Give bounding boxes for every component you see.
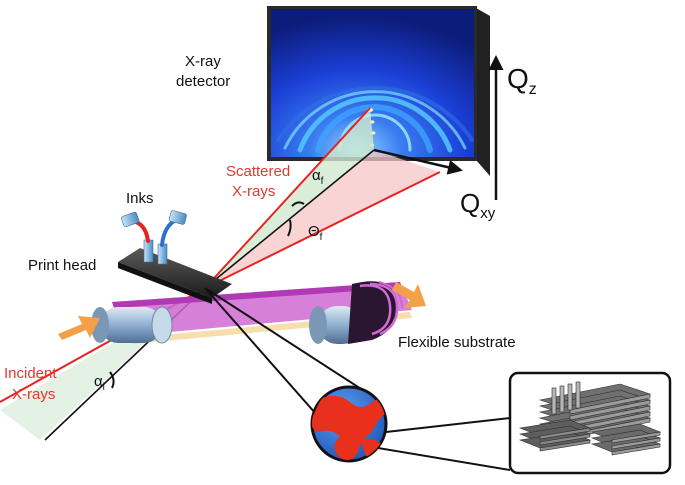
- theta-f-arc: [287, 219, 292, 237]
- qxy-axis-arrow: [373, 148, 463, 175]
- feed-arrow-icon: [58, 316, 100, 340]
- detector-label-line2: detector: [176, 73, 230, 90]
- zoom-lines: [204, 287, 511, 471]
- flexible-substrate-label: Flexible substrate: [398, 334, 516, 351]
- qxy-label: Qxy: [460, 188, 496, 222]
- alpha-i-label: αi: [94, 373, 105, 393]
- incident-label-line2: X-rays: [12, 386, 55, 403]
- lamellar-stack-icon: [518, 381, 662, 456]
- scattered-ray-1: [204, 107, 371, 289]
- incident-label-line1: Incident: [4, 365, 57, 382]
- xray-detector: [267, 6, 490, 176]
- scattered-label-line2: X-rays: [232, 183, 275, 200]
- print-head: [118, 210, 232, 304]
- scattered-theta-wedge: [205, 150, 440, 288]
- roll-to-roll-substrate: [58, 281, 426, 344]
- output-arrow-icon: [392, 282, 426, 308]
- substrate-edge: [112, 282, 402, 308]
- xray-beams: [0, 107, 463, 441]
- right-roller: [309, 281, 403, 344]
- alpha-f-arc: [291, 201, 305, 207]
- scattered-label-line1: Scattered: [226, 163, 290, 180]
- alpha-f-label: αf: [312, 167, 324, 187]
- detector-label-line1: X-ray: [185, 53, 221, 70]
- blend-morphology-circle: [310, 385, 388, 463]
- ink-nozzle-red-icon: [121, 211, 154, 263]
- lamellar-zoom-box: [508, 371, 672, 475]
- inks-label: Inks: [126, 190, 154, 207]
- substrate-film: [112, 282, 412, 336]
- ink-nozzle-blue-icon: [157, 210, 187, 265]
- print-head-label: Print head: [28, 257, 96, 274]
- left-roller: [91, 306, 173, 344]
- scattering-rings: [276, 86, 474, 153]
- qz-label: Qz: [507, 63, 537, 98]
- scattered-ray-2: [204, 171, 441, 289]
- alpha-i-arc: [109, 371, 115, 389]
- detector-side: [476, 8, 490, 176]
- theta-f-label: Θf: [308, 223, 323, 243]
- specular-line: [204, 149, 375, 289]
